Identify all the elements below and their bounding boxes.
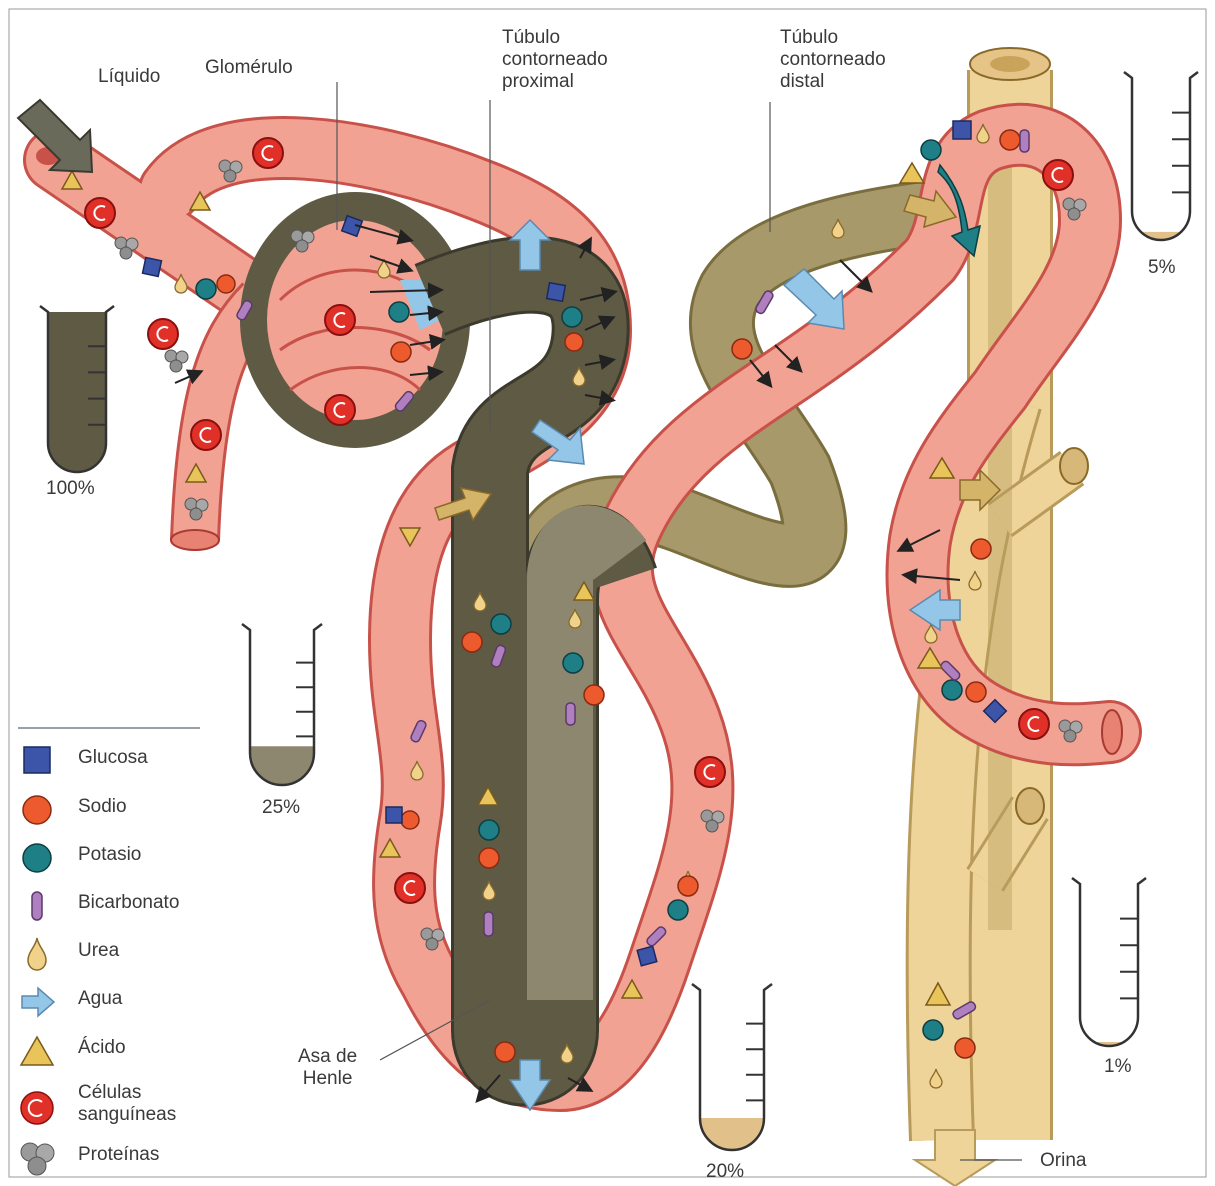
tube-fill-level [48,312,106,474]
measuring-tube [1072,878,1146,1048]
label-asa-henle: Asa de Henle [298,1046,357,1090]
tube-fill-level [250,746,314,787]
legend-item: Glucosa [18,741,218,781]
tube-pct-1: 1% [1104,1056,1131,1078]
tube-pct-100: 100% [46,478,95,500]
protein-cluster-icon [18,1138,58,1178]
measuring-tube [242,624,322,787]
label-tubulo-distal: Túbulo contorneado distal [780,27,886,93]
proximal-tubule-and-loop [430,275,620,1068]
legend-label: Urea [78,940,119,962]
label-line: contorneado [780,49,886,71]
label-line: Túbulo [780,27,886,49]
legend-label: Células sanguíneas [78,1082,176,1126]
legend-label: Potasio [78,844,141,866]
legend-item: Urea [18,934,218,974]
legend-label: Proteínas [78,1144,159,1166]
legend-item: Ácido [18,1031,218,1071]
measuring-tube [1124,72,1198,242]
measuring-tube [40,306,114,474]
sodium-circle-icon [18,790,58,830]
bicarbonate-capsule-icon [18,886,58,926]
legend-label: Bicarbonato [78,892,179,914]
label-line: distal [780,71,886,93]
tube-pct-5: 5% [1148,257,1175,279]
label-line: Asa de [298,1046,357,1068]
label-line: contorneado [502,49,608,71]
potassium-circle-icon [18,838,58,878]
tube-pct-25: 25% [262,797,300,819]
label-line: Túbulo [502,27,608,49]
label-liquido: Líquido [98,66,160,88]
blood-cell-icon [18,1088,58,1128]
tube-pct-20: 20% [706,1161,744,1183]
label-line: proximal [502,71,608,93]
glucose-square-icon [18,741,58,781]
label-tubulo-proximal: Túbulo contorneado proximal [502,27,608,93]
water-arrow-icon [18,982,58,1022]
label-glomerulo: Glomérulo [205,57,293,79]
legend-item: Células sanguíneas [18,1088,218,1128]
legend-item: Potasio [18,838,218,878]
legend-item: Sodio [18,790,218,830]
legend-label: Sodio [78,796,127,818]
legend-label: Ácido [78,1037,126,1059]
legend-item: Bicarbonato [18,886,218,926]
acid-triangle-icon [18,1031,58,1071]
legend-item: Agua [18,982,218,1022]
measuring-tube [692,984,772,1152]
legend-label: Glucosa [78,747,148,769]
label-line: Henle [298,1068,357,1090]
urea-drop-icon [18,934,58,974]
tube-fill-level [700,1118,764,1152]
legend-item: Proteínas [18,1138,218,1178]
label-orina: Orina [1040,1150,1086,1172]
legend-label: Agua [78,988,122,1010]
